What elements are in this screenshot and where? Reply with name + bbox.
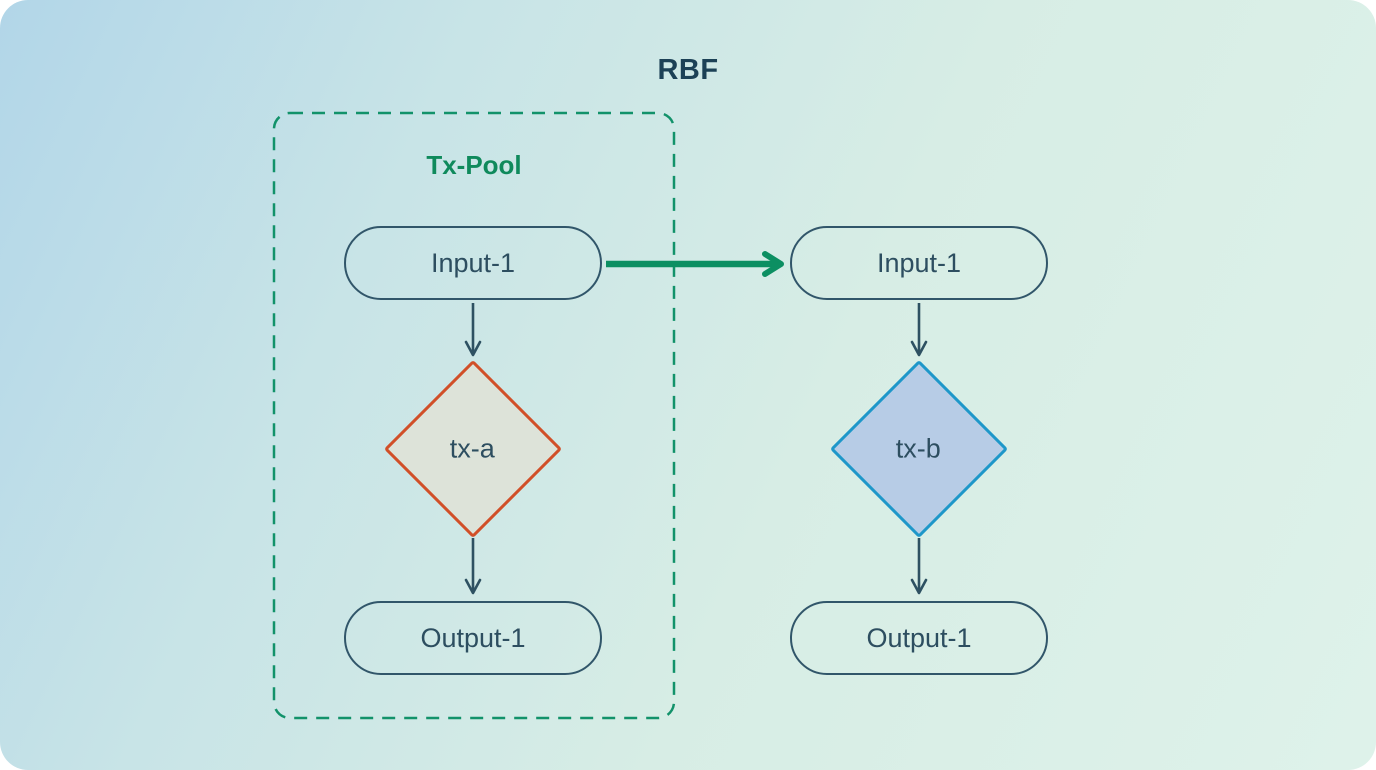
- node-tx-a-label: tx-a: [450, 433, 496, 464]
- node-pool-output-label: Output-1: [420, 622, 526, 653]
- node-replacement-input-label: Input-1: [876, 247, 962, 278]
- node-replacement-output: Output-1: [790, 601, 1048, 675]
- node-tx-a: tx-a: [383, 359, 563, 539]
- node-tx-b-label: tx-b: [896, 433, 942, 464]
- node-replacement-input: Input-1: [790, 226, 1048, 300]
- node-pool-input-label: Input-1: [430, 247, 516, 278]
- node-replacement-output-label: Output-1: [866, 622, 972, 653]
- diagram-title: RBF: [657, 54, 719, 86]
- tx-pool-label: Tx-Pool: [426, 150, 522, 180]
- node-tx-b: tx-b: [829, 359, 1009, 539]
- node-pool-input: Input-1: [344, 226, 602, 300]
- node-pool-output: Output-1: [344, 601, 602, 675]
